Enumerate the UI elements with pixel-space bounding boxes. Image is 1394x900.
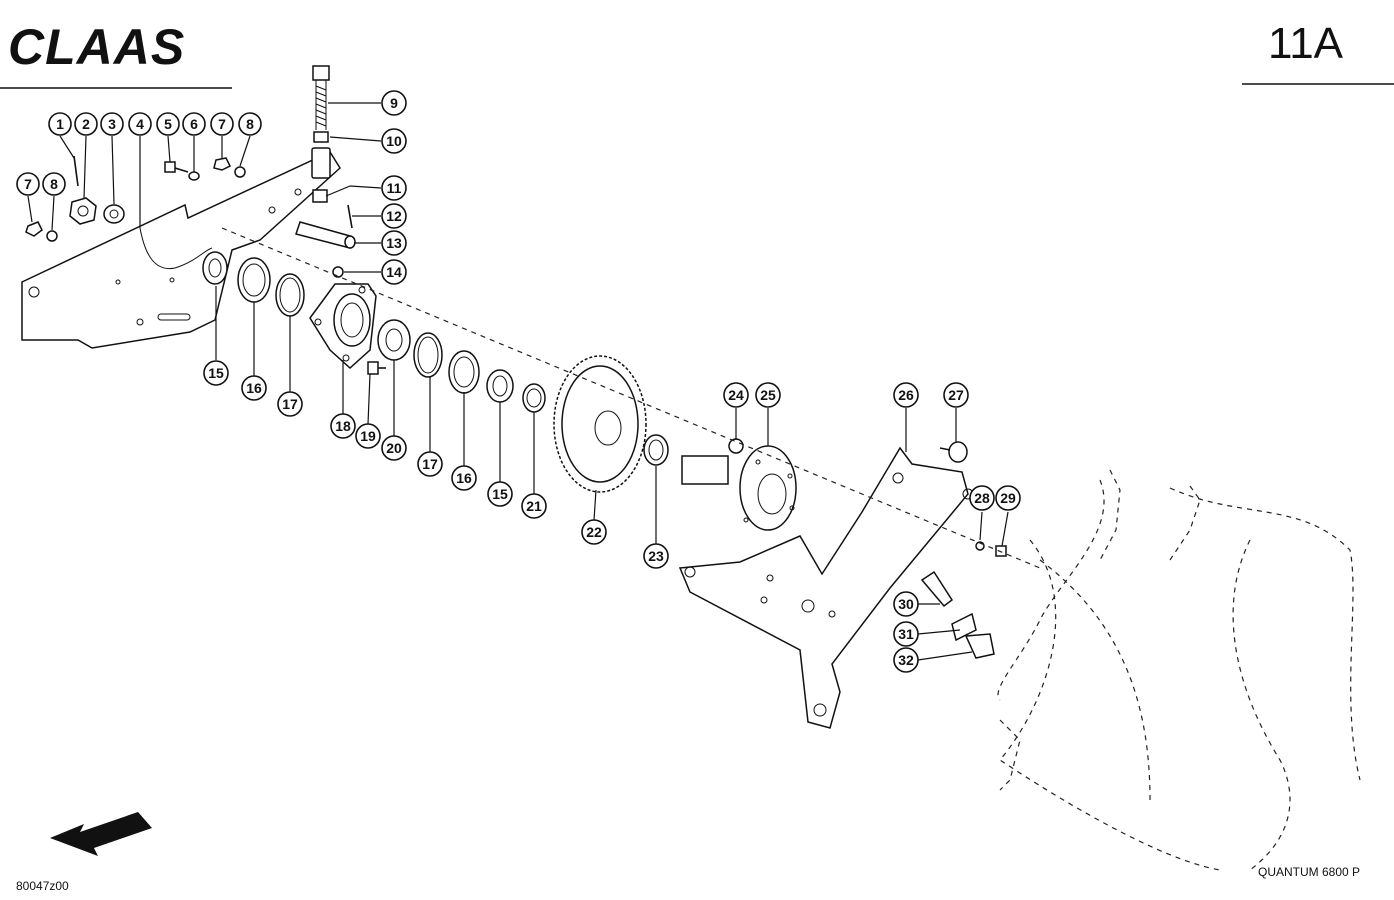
- callout-16b: 16: [451, 465, 477, 491]
- callout-28: 28: [969, 485, 995, 511]
- svg-text:6: 6: [190, 116, 198, 132]
- direction-arrow-icon: [50, 812, 152, 856]
- callout-14: 14: [381, 259, 407, 285]
- svg-text:20: 20: [386, 440, 402, 456]
- svg-text:24: 24: [728, 387, 744, 403]
- callout-18: 18: [330, 413, 356, 439]
- svg-text:21: 21: [526, 498, 542, 514]
- svg-text:27: 27: [948, 387, 964, 403]
- callout-17b: 17: [417, 451, 443, 477]
- bearing-group-left: [202, 251, 546, 413]
- small-fasteners: [25, 155, 246, 242]
- callout-20: 20: [381, 435, 407, 461]
- svg-text:10: 10: [386, 133, 402, 149]
- callout-25: 25: [755, 382, 781, 408]
- callout-17a: 17: [277, 391, 303, 417]
- svg-text:4: 4: [136, 116, 144, 132]
- svg-text:1: 1: [56, 116, 64, 132]
- callout-9: 9: [381, 90, 407, 116]
- svg-text:30: 30: [898, 596, 914, 612]
- drawing-number: 80047z00: [16, 879, 69, 893]
- callout-27: 27: [943, 382, 969, 408]
- svg-text:22: 22: [586, 524, 602, 540]
- callout-1: 1: [48, 112, 72, 136]
- callout-4: 4: [128, 112, 152, 136]
- svg-text:16: 16: [246, 380, 262, 396]
- callout-10: 10: [381, 128, 407, 154]
- svg-text:5: 5: [164, 116, 172, 132]
- svg-text:31: 31: [898, 626, 914, 642]
- header: CLAAS 11A: [0, 19, 1394, 89]
- bolt-9: [311, 65, 331, 203]
- callout-15a: 15: [203, 360, 229, 386]
- callout-8b: 8: [42, 172, 66, 196]
- gear-22: [553, 355, 647, 493]
- callout-26: 26: [893, 382, 919, 408]
- callout-15b: 15: [487, 481, 513, 507]
- svg-text:7: 7: [24, 176, 32, 192]
- callout-24: 24: [723, 382, 749, 408]
- callout-16a: 16: [241, 375, 267, 401]
- callout-3: 3: [100, 112, 124, 136]
- svg-text:17: 17: [282, 396, 298, 412]
- svg-text:15: 15: [208, 365, 224, 381]
- callout-2: 2: [74, 112, 98, 136]
- callout-11: 11: [381, 175, 407, 201]
- svg-text:8: 8: [50, 176, 58, 192]
- brand-logo: CLAAS: [8, 19, 185, 75]
- svg-text:7: 7: [218, 116, 226, 132]
- brand-text: CLAAS: [8, 19, 185, 75]
- side-plate-left: [21, 151, 341, 349]
- callout-31: 31: [893, 621, 919, 647]
- callout-13: 13: [381, 230, 407, 256]
- callout-5: 5: [156, 112, 180, 136]
- svg-text:18: 18: [335, 418, 351, 434]
- callout-32: 32: [893, 647, 919, 673]
- callout-7b: 7: [16, 172, 40, 196]
- svg-text:11: 11: [387, 180, 402, 196]
- callout-8a: 8: [238, 112, 262, 136]
- callout-12: 12: [381, 203, 407, 229]
- bushing-23: [643, 434, 669, 466]
- svg-text:3: 3: [108, 116, 116, 132]
- svg-text:8: 8: [246, 116, 254, 132]
- callout-7a: 7: [210, 112, 234, 136]
- shaft-13: [295, 204, 356, 249]
- callouts: 1 2 3 4 5 6 7 8 7 8 9 10 11 12 13 14 15 …: [16, 90, 1021, 673]
- callout-29: 29: [995, 485, 1021, 511]
- callout-19: 19: [355, 423, 381, 449]
- svg-text:2: 2: [82, 116, 90, 132]
- svg-text:32: 32: [898, 652, 914, 668]
- svg-text:14: 14: [386, 264, 402, 280]
- svg-text:17: 17: [422, 456, 438, 472]
- svg-text:9: 9: [390, 95, 398, 111]
- page-code: 11A: [1268, 19, 1344, 68]
- svg-text:16: 16: [456, 470, 472, 486]
- svg-text:19: 19: [360, 428, 376, 444]
- svg-text:23: 23: [648, 548, 664, 564]
- callout-22: 22: [581, 519, 607, 545]
- rotor-outline: [997, 469, 1361, 871]
- callout-23: 23: [643, 543, 669, 569]
- side-plate-right: [678, 441, 1007, 729]
- callout-6: 6: [182, 112, 206, 136]
- svg-text:12: 12: [386, 208, 402, 224]
- hub-25: [681, 438, 797, 531]
- model-name: QUANTUM 6800 P: [1258, 865, 1360, 879]
- callout-21: 21: [521, 493, 547, 519]
- svg-text:26: 26: [898, 387, 914, 403]
- leaders: [27, 102, 1009, 661]
- svg-text:28: 28: [974, 490, 990, 506]
- svg-text:13: 13: [386, 235, 402, 251]
- svg-text:29: 29: [1000, 490, 1016, 506]
- svg-text:25: 25: [760, 387, 776, 403]
- callout-30: 30: [893, 591, 919, 617]
- svg-text:15: 15: [492, 486, 508, 502]
